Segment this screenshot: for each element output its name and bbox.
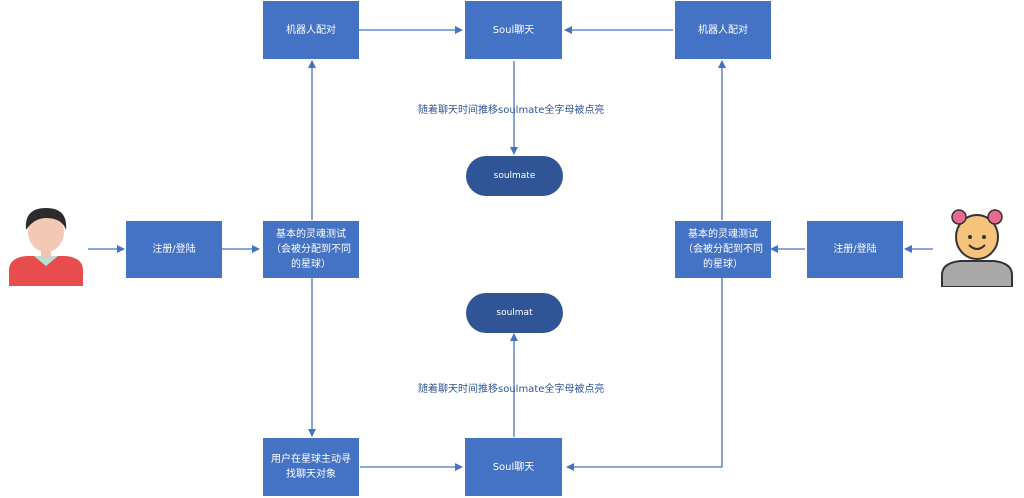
arrow-test-right-to-chat-bottom [566, 278, 723, 471]
edge-label-top: 随着聊天时间推移soulmate全字母被点亮 [418, 105, 605, 116]
soul-chat-bottom: Soul聊天 [465, 438, 562, 496]
soulmat-pill: soulmat [466, 293, 563, 333]
girl-avatar-icon [936, 207, 1018, 288]
soul-test-right: 基本的灵魂测试 （会被分配到不同 的星球） [675, 221, 771, 278]
user-search-box: 用户在星球主动寻 找聊天对象 [263, 438, 359, 496]
edge-label-bottom: 随着聊天时间推移soulmate全字母被点亮 [418, 384, 605, 395]
register-left: 注册/登陆 [126, 221, 222, 278]
soulmate-pill: soulmate [466, 156, 563, 196]
robot-match-left: 机器人配对 [263, 1, 359, 59]
man-avatar-icon [6, 204, 86, 286]
robot-match-right: 机器人配对 [675, 1, 771, 59]
register-right: 注册/登陆 [807, 221, 903, 278]
soul-test-left: 基本的灵魂测试 （会被分配到不同 的星球） [263, 221, 359, 278]
soul-chat-top: Soul聊天 [465, 1, 562, 59]
